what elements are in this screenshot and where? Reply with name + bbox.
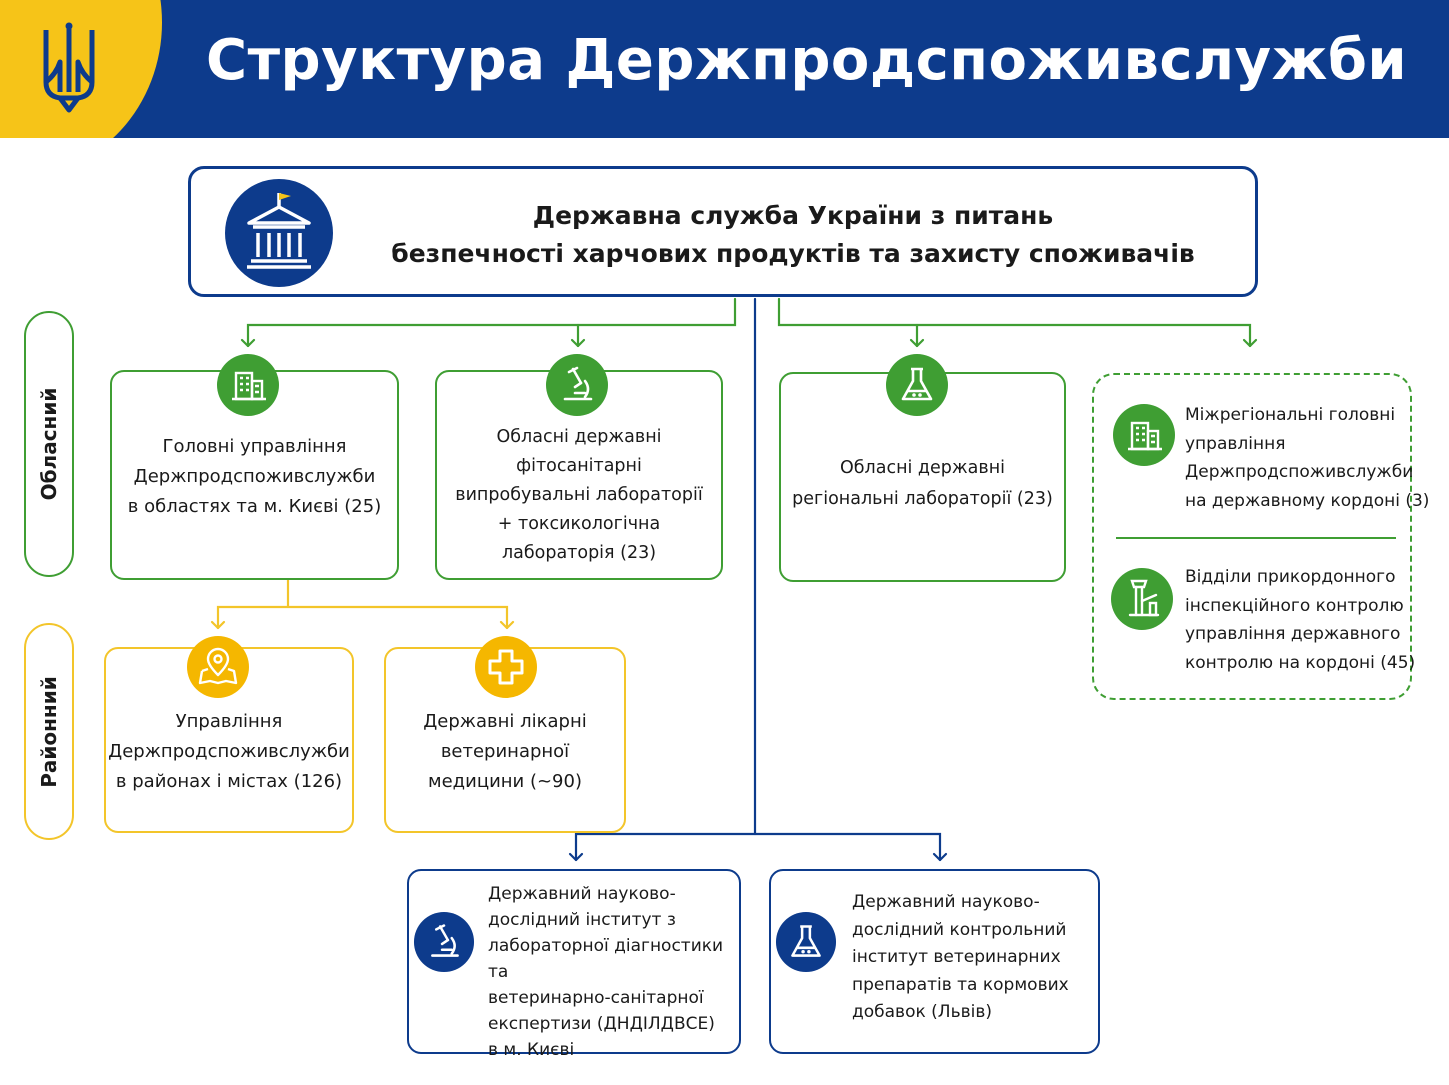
- research-institute-kyiv-text: Державний науково- дослідний інститут з …: [488, 881, 739, 1063]
- arrowhead: [909, 338, 925, 348]
- text-line: в областях та м. Києві (25): [127, 496, 382, 517]
- level-oblast-label: Обласний: [37, 387, 61, 501]
- text-line: Управління: [175, 711, 283, 732]
- text-line: Обласні державні: [839, 458, 1006, 478]
- text-line: Міжрегіональні головні: [1185, 405, 1396, 425]
- border-checkpoint-icon: [1111, 568, 1173, 630]
- text-line: ветеринарно-санітарної: [488, 988, 704, 1008]
- arrowhead: [210, 620, 226, 630]
- regional-labs-text: Обласні державні регіональні лабораторії…: [789, 453, 1056, 515]
- microscope-icon: [546, 354, 608, 416]
- header-banner: Структура Держпродспоживслужби: [0, 0, 1449, 138]
- top-agency-box: Державна служба України з питань безпечн…: [188, 166, 1258, 297]
- text-line: ветеринарної: [440, 741, 570, 762]
- text-line: лабораторія (23): [501, 543, 657, 563]
- connector-to-regional-labs: [777, 297, 1252, 348]
- text-line: дослідний інститут з: [488, 910, 676, 930]
- text-line: фітосанітарні: [516, 456, 642, 476]
- border-inspection-text: Відділи прикордонного інспекційного конт…: [1185, 563, 1415, 677]
- text-line: Державний науково-: [852, 892, 1040, 912]
- border-group-divider: [1116, 537, 1396, 539]
- agency-name-line1: Державна служба України з питань: [532, 201, 1054, 230]
- text-line: Державні лікарні: [423, 711, 587, 732]
- map-pin-icon: [187, 636, 249, 698]
- flask-icon: [886, 354, 948, 416]
- text-line: управління державного: [1185, 624, 1401, 644]
- text-line: + токсикологічна: [497, 514, 661, 534]
- text-line: в районах і містах (126): [115, 771, 343, 792]
- flask-icon: [775, 911, 837, 973]
- text-line: Відділи прикордонного: [1185, 567, 1396, 587]
- connector-to-main-departments: [246, 297, 737, 348]
- office-building-icon: [217, 354, 279, 416]
- trident-emblem-icon: [43, 22, 95, 113]
- research-institute-lviv-box: Державний науково- дослідний контрольний…: [769, 869, 1100, 1054]
- agency-name: Державна служба України з питань безпечн…: [351, 197, 1235, 273]
- agency-name-line2: безпечності харчових продуктів та захист…: [391, 239, 1195, 268]
- text-line: дослідний контрольний: [852, 919, 1067, 940]
- text-line: Держпродспоживслужби: [108, 741, 350, 762]
- text-line: випробувальні лабораторії: [455, 485, 703, 505]
- text-line: контролю на кордоні (45): [1185, 652, 1416, 673]
- text-line: Держпродспоживслужби: [1185, 462, 1414, 482]
- medical-cross-icon: [475, 636, 537, 698]
- arrowhead: [932, 852, 948, 862]
- text-line: на державному кордоні (3): [1185, 490, 1430, 511]
- text-line: в м. Києві: [488, 1040, 575, 1060]
- microscope-icon: [413, 911, 475, 973]
- text-line: медицини (~90): [428, 771, 582, 792]
- office-building-icon: [1113, 404, 1175, 466]
- arrowhead: [568, 852, 584, 862]
- district-departments-text: Управління Держпродспоживслужби в района…: [108, 707, 350, 797]
- phyto-labs-text: Обласні державні фітосанітарні випробува…: [445, 423, 713, 568]
- level-oblast-pill: Обласний: [24, 311, 74, 577]
- text-line: Головні управління: [162, 436, 347, 457]
- level-raion-pill: Районний: [24, 623, 74, 840]
- research-institute-lviv-text: Державний науково- дослідний контрольний…: [852, 889, 1069, 1027]
- arrowhead: [499, 620, 515, 630]
- arrowhead: [570, 338, 586, 348]
- text-line: препаратів та кормових: [852, 974, 1069, 995]
- text-line: інспекційного контролю: [1185, 595, 1404, 616]
- text-line: Обласні державні: [496, 427, 662, 447]
- text-line: експертизи (ДНДІЛДВСЕ): [488, 1014, 715, 1034]
- text-line: інститут ветеринарних: [852, 947, 1061, 967]
- text-line: Держпродспоживслужби: [133, 466, 376, 487]
- vet-hospitals-text: Державні лікарні ветеринарної медицини (…: [394, 707, 616, 797]
- research-institute-kyiv-box: Державний науково- дослідний інститут з …: [407, 869, 741, 1060]
- text-line: регіональні лабораторії (23): [792, 489, 1053, 509]
- text-line: Державний науково-: [488, 884, 676, 904]
- arrowhead: [1242, 338, 1258, 348]
- connector-to-institutes: [574, 832, 942, 862]
- connector-to-district-level: [216, 578, 509, 630]
- page-title: Структура Держпродспоживслужби: [206, 28, 1408, 93]
- border-departments-text: Міжрегіональні головні управління Держпр…: [1185, 401, 1429, 515]
- text-line: управління: [1185, 433, 1286, 454]
- text-line: добавок (Львів): [852, 1002, 992, 1022]
- government-building-icon: [225, 179, 333, 287]
- text-line: лабораторної діагностики та: [488, 936, 724, 982]
- main-departments-text: Головні управління Держпродспоживслужби …: [120, 432, 389, 522]
- arrowhead: [240, 338, 256, 348]
- level-raion-label: Районний: [37, 675, 61, 788]
